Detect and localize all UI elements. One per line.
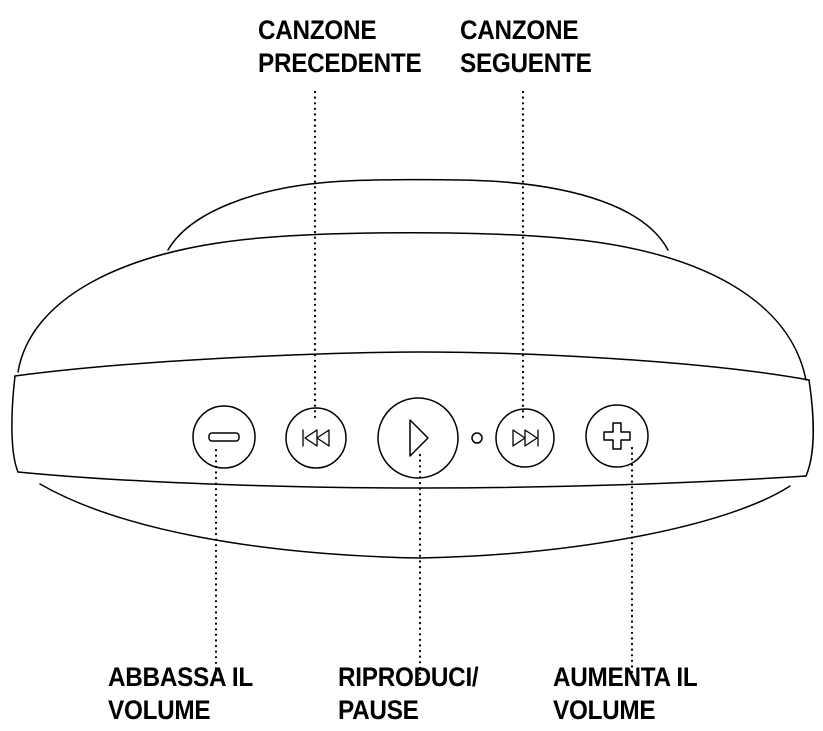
speaker-band-right-side xyxy=(805,379,814,477)
play-pause-button[interactable] xyxy=(377,397,459,479)
label-volume-up-line1: AUMENTA IL xyxy=(553,662,698,692)
label-previous-track: CANZONE PRECEDENTE xyxy=(258,14,422,80)
speaker-band-left-side xyxy=(11,375,19,473)
label-volume-up-line2: VOLUME xyxy=(553,695,656,725)
label-volume-down: ABBASSA IL VOLUME xyxy=(108,661,253,727)
label-next-track-line1: CANZONE xyxy=(460,15,579,45)
label-play-pause-line2: PAUSE xyxy=(338,695,419,725)
speaker-band-top-edge xyxy=(14,351,810,381)
label-volume-down-line2: VOLUME xyxy=(108,695,211,725)
led-dot-icon xyxy=(471,432,483,444)
label-next-track-line2: SEGUENTE xyxy=(460,48,592,78)
label-volume-up: AUMENTA IL VOLUME xyxy=(553,661,698,727)
label-play-pause-line1: RIPRODUCI/ xyxy=(338,662,479,692)
label-previous-track-line1: CANZONE xyxy=(258,15,377,45)
label-volume-down-line1: ABBASSA IL xyxy=(108,662,253,692)
minus-icon xyxy=(208,432,240,442)
label-next-track: CANZONE SEGUENTE xyxy=(460,14,592,80)
play-icon xyxy=(409,419,429,457)
previous-track-button[interactable] xyxy=(285,407,347,469)
speaker-handle xyxy=(167,178,669,251)
next-track-button[interactable] xyxy=(495,408,555,468)
speaker-body-bottom xyxy=(39,483,791,559)
speaker-body-top xyxy=(17,232,807,381)
volume-down-button[interactable] xyxy=(192,405,256,469)
volume-up-button[interactable] xyxy=(585,404,649,468)
status-led xyxy=(471,432,483,444)
label-previous-track-line2: PRECEDENTE xyxy=(258,48,422,78)
speaker-band-bottom-edge xyxy=(17,471,807,489)
label-play-pause: RIPRODUCI/ PAUSE xyxy=(338,661,479,727)
skip-back-icon xyxy=(302,429,330,447)
plus-icon xyxy=(603,422,631,450)
skip-forward-icon xyxy=(512,429,539,447)
